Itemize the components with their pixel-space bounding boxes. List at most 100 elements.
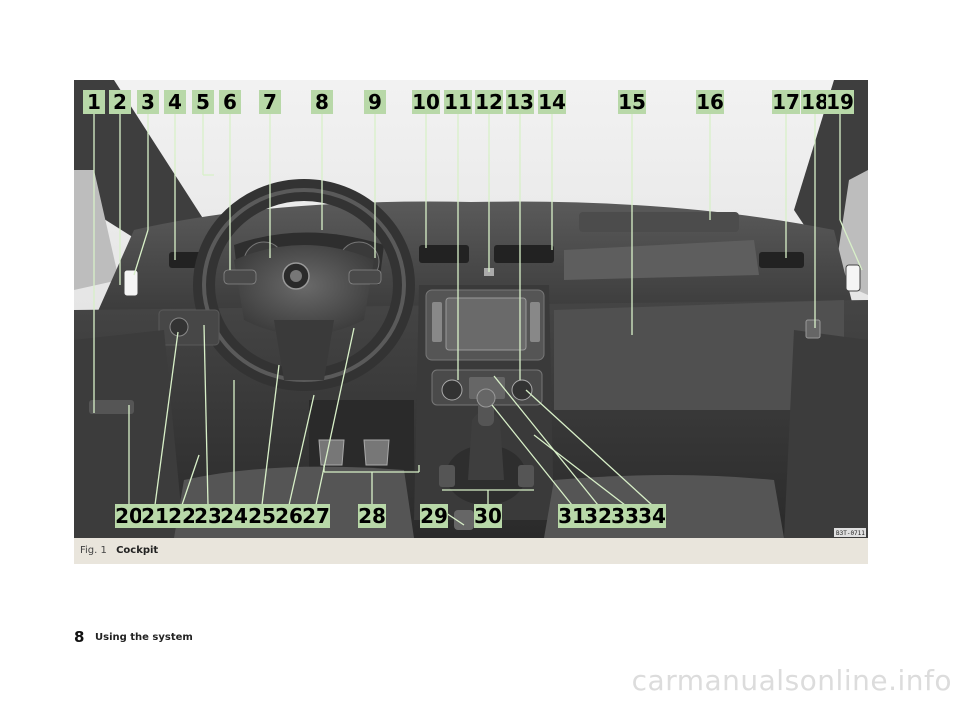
callout-number: 30 — [474, 504, 502, 528]
callout-box — [164, 90, 186, 114]
callout-number: 19 — [826, 90, 854, 114]
callout-box — [538, 90, 566, 114]
temperature-knob-left — [441, 379, 463, 401]
callout-box — [618, 90, 646, 114]
callout-box — [219, 90, 241, 114]
gear-knob — [476, 388, 496, 408]
callout-box — [772, 90, 800, 114]
callout-number: 27 — [302, 504, 330, 528]
steering-wheel-hub — [234, 245, 374, 335]
clutch-pedal — [318, 439, 345, 466]
callout-number: 34 — [638, 504, 666, 528]
callout-number: 21 — [141, 504, 169, 528]
callout-number: 5 — [196, 90, 210, 114]
left-a-pillar — [74, 80, 204, 260]
figure-title: Cockpit — [116, 545, 159, 556]
window-switches — [89, 400, 134, 414]
watermark: carmanualsonline.info — [631, 664, 952, 697]
callout-number: 22 — [168, 504, 196, 528]
callout-box — [141, 504, 169, 528]
page-number: 8 — [74, 628, 85, 646]
callout-box — [420, 504, 448, 528]
callout-number: 12 — [475, 90, 503, 114]
callout-number: 29 — [420, 504, 448, 528]
callout-number: 18 — [801, 90, 829, 114]
temperature-knob-right — [511, 379, 533, 401]
center-air-vent-right — [494, 245, 554, 263]
callout-box — [259, 90, 281, 114]
callout-box — [364, 90, 386, 114]
callout-number: 25 — [248, 504, 276, 528]
callout-box — [168, 504, 196, 528]
callout-number: 6 — [223, 90, 237, 114]
callout-number: 17 — [772, 90, 800, 114]
callout-number: 7 — [263, 90, 277, 114]
callout-number: 26 — [275, 504, 303, 528]
passenger-dash-trim — [564, 240, 759, 280]
infotainment-screen — [445, 297, 527, 351]
callout-number: 32 — [584, 504, 612, 528]
callout-box — [826, 90, 854, 114]
callout-box — [801, 90, 829, 114]
callout-number: 16 — [696, 90, 724, 114]
figure-label: Fig. 1 — [80, 545, 107, 556]
right-door-panel — [784, 330, 868, 538]
callout-box — [311, 90, 333, 114]
callout-number: 11 — [444, 90, 472, 114]
left-door-handle — [123, 269, 139, 297]
callout-box — [638, 504, 666, 528]
callout-box — [696, 90, 724, 114]
callout-number: 28 — [358, 504, 386, 528]
callout-number: 1 — [87, 90, 101, 114]
steering-wheel-spoke — [274, 320, 334, 380]
callout-number: 3 — [141, 90, 155, 114]
right-door-handle — [845, 264, 861, 292]
right-wheel-buttons — [348, 269, 382, 285]
section-title: Using the system — [95, 632, 193, 643]
brand-logo-inner — [290, 270, 302, 282]
callout-number: 10 — [412, 90, 440, 114]
radio-buttons-left — [432, 302, 442, 342]
right-air-vent — [759, 252, 804, 268]
callout-number: 20 — [115, 504, 143, 528]
callout-number: 31 — [558, 504, 586, 528]
callout-box — [302, 504, 330, 528]
callout-box — [194, 504, 222, 528]
handbrake — [454, 510, 474, 530]
callout-number: 33 — [611, 504, 639, 528]
console-switches-left — [439, 465, 455, 487]
callout-box — [506, 90, 534, 114]
callout-box — [137, 90, 159, 114]
callout-number: 15 — [618, 90, 646, 114]
figure-caption: Fig. 1 Cockpit — [80, 545, 158, 556]
glove-box-panel — [554, 300, 844, 410]
callout-box — [412, 90, 440, 114]
callout-number: 13 — [506, 90, 534, 114]
callout-box — [83, 90, 105, 114]
callout-box — [358, 504, 386, 528]
callout-box — [584, 504, 612, 528]
speaker-grille — [579, 212, 739, 232]
brake-pedal — [363, 439, 390, 466]
callout-box — [192, 90, 214, 114]
callout-box — [275, 504, 303, 528]
left-wheel-buttons — [223, 269, 257, 285]
console-switches-right — [518, 465, 534, 487]
left-window — [74, 170, 119, 290]
callout-number: 9 — [368, 90, 382, 114]
airbag-switch — [805, 319, 821, 339]
callout-number: 14 — [538, 90, 566, 114]
light-switch-panel — [158, 309, 220, 346]
callout-box — [611, 504, 639, 528]
radio-buttons-right — [530, 302, 540, 342]
callout-number: 24 — [220, 504, 248, 528]
callout-number: 4 — [168, 90, 182, 114]
callout-box — [248, 504, 276, 528]
image-code: B3T-0711 — [836, 530, 865, 537]
callout-box — [444, 90, 472, 114]
light-switch — [169, 317, 189, 337]
